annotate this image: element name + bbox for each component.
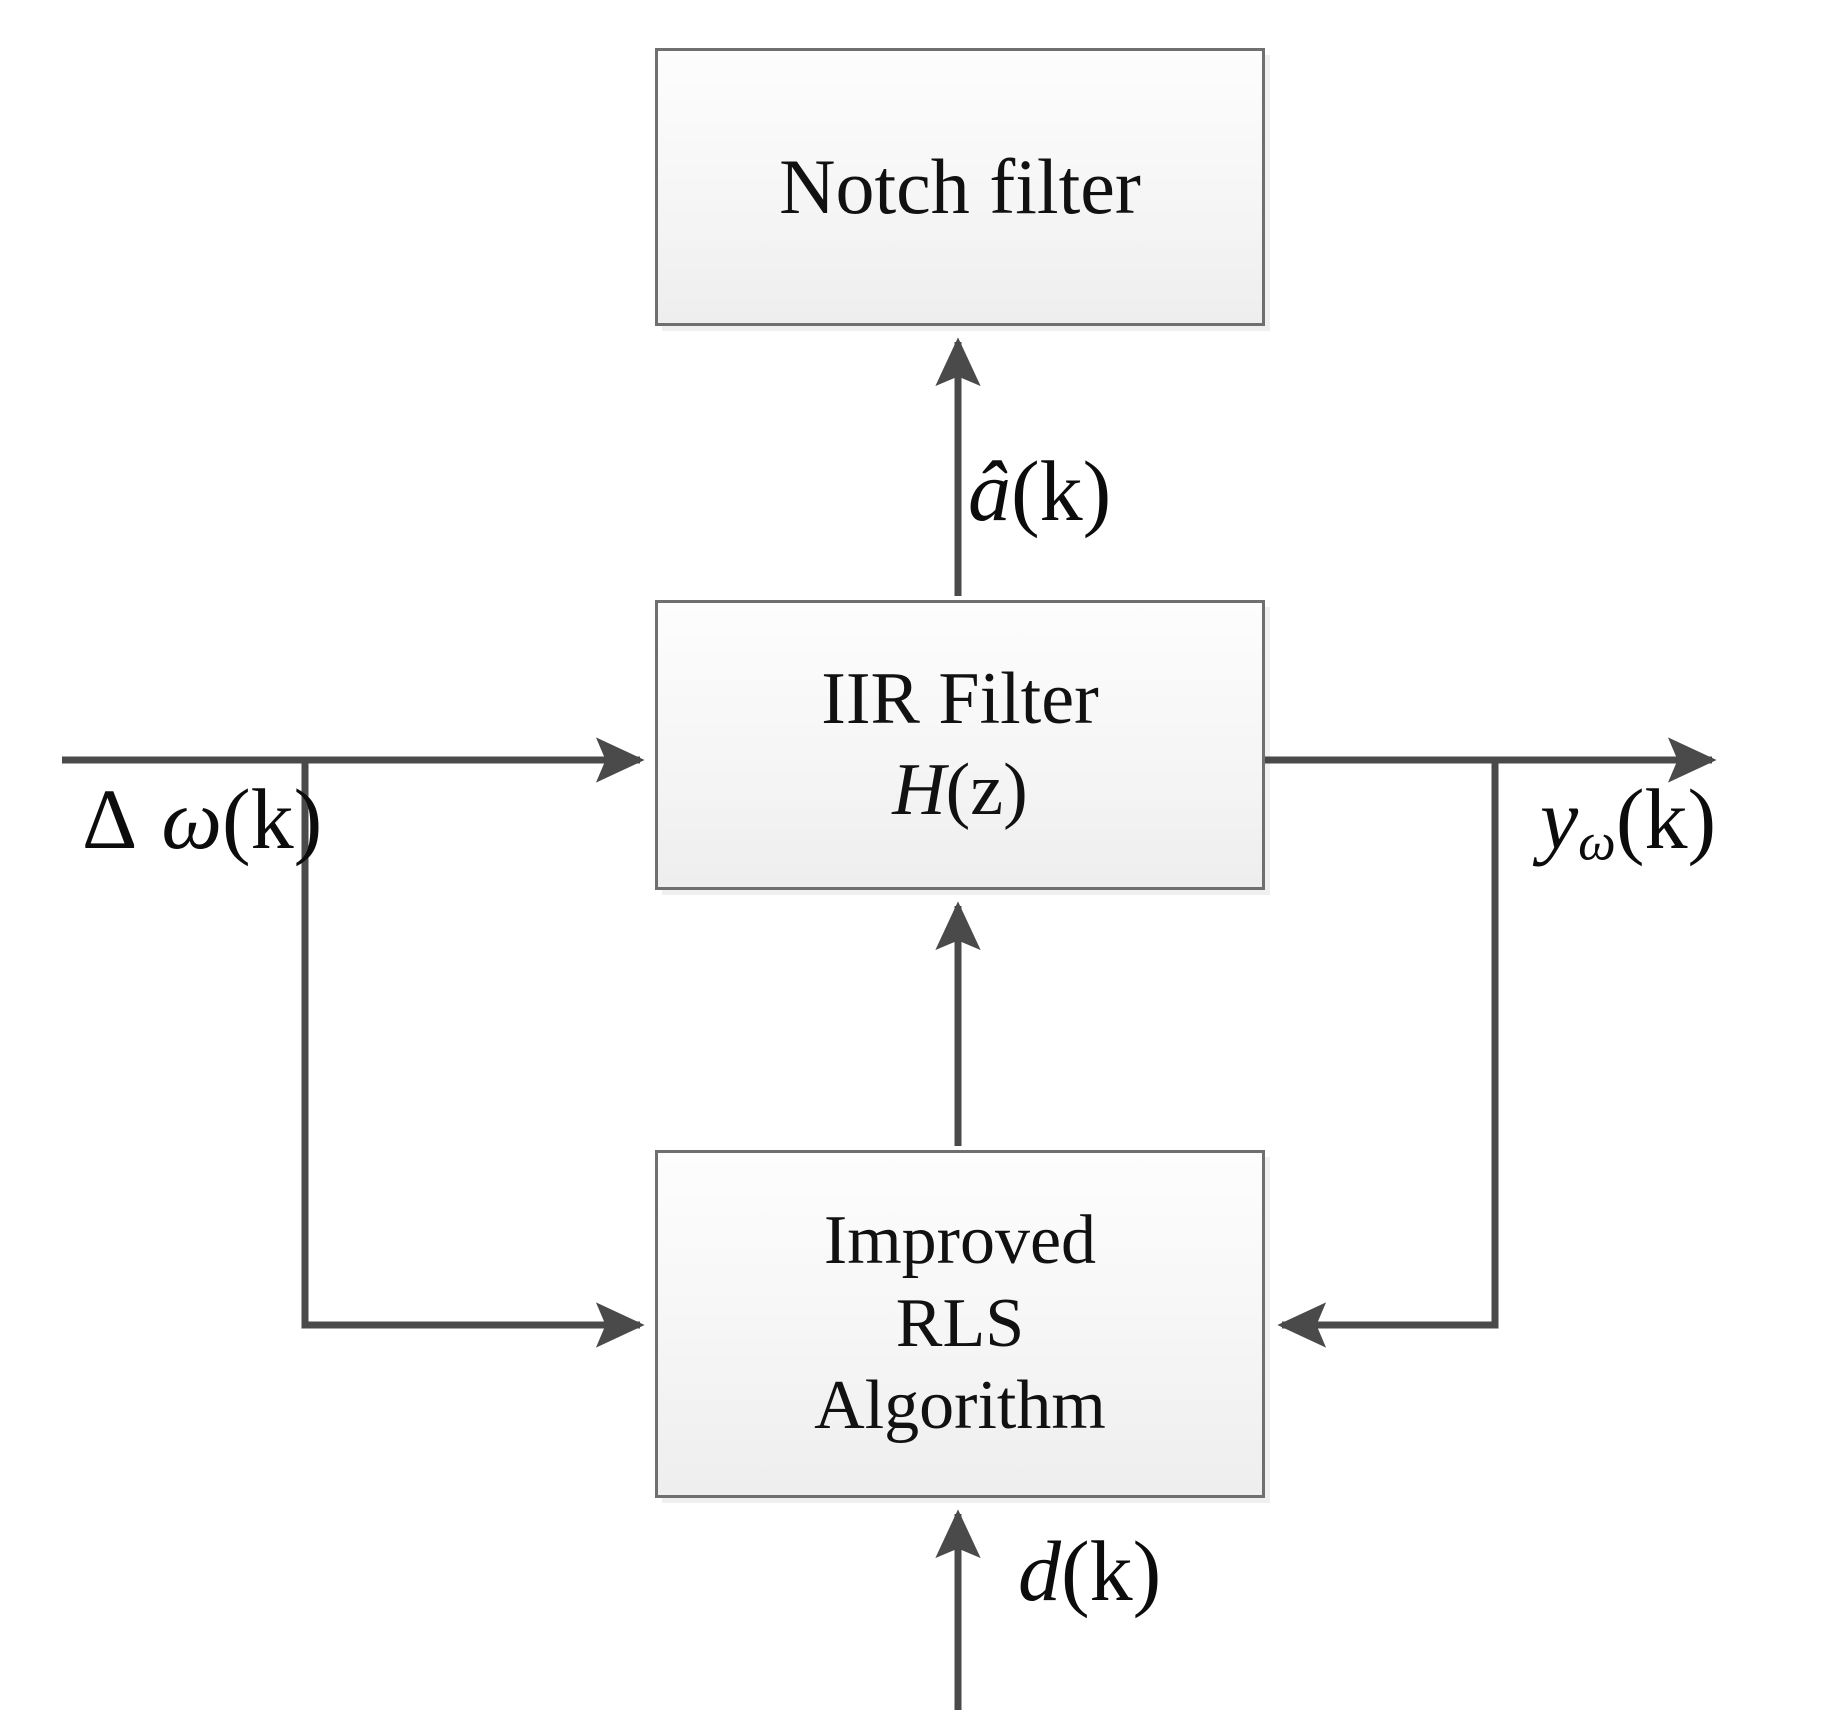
- label-a-hat-k: â(k): [968, 448, 1111, 534]
- y-symbol: y: [1540, 771, 1579, 867]
- delta-symbol: Δ: [82, 771, 138, 867]
- block-iir-filter[interactable]: IIR Filter H(z): [655, 600, 1265, 890]
- wire-output-branch-to-rls: [1277, 762, 1499, 1348]
- block-rls-label-line1: Improved: [823, 1202, 1097, 1280]
- y-omega-argument: (k): [1615, 771, 1717, 867]
- omega-symbol: ω: [161, 771, 223, 867]
- block-notch-filter-label: Notch filter: [779, 142, 1141, 230]
- transfer-function-symbol: H: [892, 749, 946, 831]
- label-y-omega-k: yω(k): [1540, 776, 1716, 869]
- d-symbol: d: [1018, 1523, 1061, 1619]
- d-argument: (k): [1061, 1523, 1162, 1619]
- block-notch-filter[interactable]: Notch filter: [655, 48, 1265, 326]
- block-iir-filter-label: IIR Filter: [821, 657, 1099, 740]
- a-hat-symbol: â: [968, 443, 1011, 539]
- wire-input-branch-to-rls: [301, 762, 645, 1348]
- delta-omega-argument: (k): [222, 771, 323, 867]
- block-iir-filter-transfer-function: H(z): [892, 747, 1028, 834]
- omega-subscript: ω: [1578, 811, 1616, 872]
- transfer-function-argument: (z): [945, 749, 1028, 831]
- block-rls-label-line3: Algorithm: [814, 1367, 1106, 1445]
- a-hat-argument: (k): [1011, 443, 1112, 539]
- block-improved-rls-algorithm[interactable]: Improved RLS Algorithm: [655, 1150, 1265, 1498]
- block-rls-label-line2: RLS: [895, 1284, 1025, 1362]
- label-d-k: d(k): [1018, 1528, 1161, 1614]
